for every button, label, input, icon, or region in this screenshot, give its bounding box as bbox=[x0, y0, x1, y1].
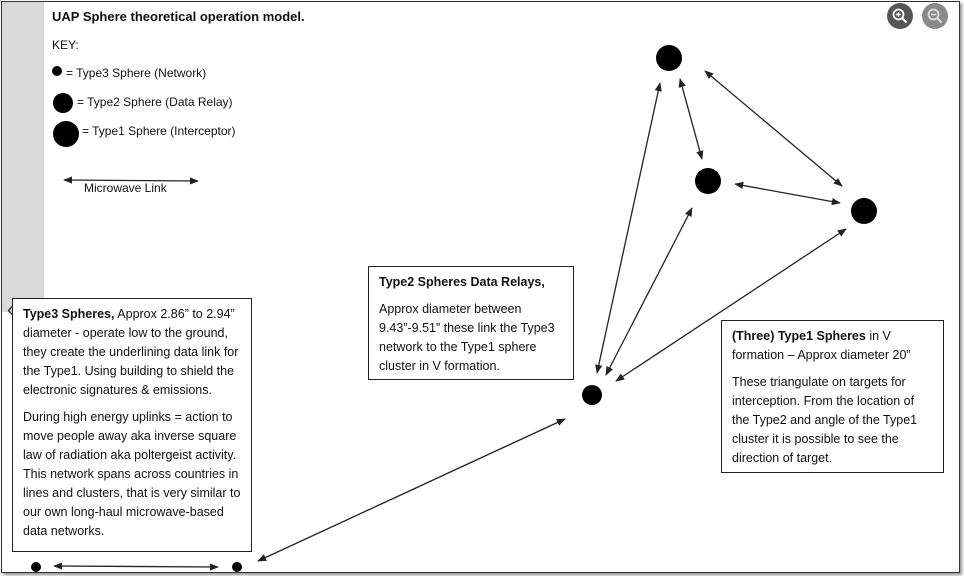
type1-sphere-top bbox=[656, 45, 682, 71]
type3-description-box: Type3 Spheres, Approx 2.86” to 2.94” dia… bbox=[12, 298, 252, 552]
type3-sphere-left bbox=[31, 562, 41, 572]
key-type2-label: = Type2 Sphere (Data Relay) bbox=[77, 95, 233, 109]
link-top-to-middle-type1 bbox=[678, 78, 704, 160]
type2-text-1: Approx diameter between 9.43”-9.51” thes… bbox=[379, 302, 555, 373]
link-type2-to-middle-type1 bbox=[605, 207, 693, 376]
link-bottom-type3s bbox=[53, 562, 219, 571]
page-title: UAP Sphere theoretical operation model. bbox=[52, 9, 305, 24]
type1-description-box: (Three) Type1 Spheres in V formation – A… bbox=[721, 320, 944, 473]
link-type3-to-type2 bbox=[257, 418, 566, 562]
type1-heading-rest: in V formation – Approx diameter 20” bbox=[732, 329, 911, 362]
type3-sphere-right bbox=[232, 562, 242, 572]
zoom-out-button[interactable] bbox=[922, 3, 948, 29]
type1-heading: (Three) Type1 Spheres bbox=[732, 329, 866, 343]
type3-heading: Type3 Spheres, bbox=[23, 307, 115, 321]
link-type2-to-top-type1 bbox=[595, 82, 662, 374]
type1-sphere-middle bbox=[695, 168, 721, 194]
key-type3-sphere bbox=[52, 66, 62, 76]
key-type1-label: = Type1 Sphere (Interceptor) bbox=[82, 124, 236, 138]
type2-description-box: Type2 Spheres Data Relays, Approx diamet… bbox=[368, 266, 574, 380]
key-type3-label: = Type3 Sphere (Network) bbox=[66, 66, 207, 80]
type1-text-1: These triangulate on targets for interce… bbox=[732, 375, 918, 465]
type2-heading: Type2 Spheres Data Relays, bbox=[379, 275, 545, 289]
zoom-in-button[interactable] bbox=[887, 3, 913, 29]
key-microwave-link bbox=[63, 176, 199, 185]
zoom-in-icon bbox=[892, 8, 908, 24]
type3-text-1: Approx 2.86” to 2.94” diameter - operate… bbox=[23, 307, 239, 397]
type1-sphere-right bbox=[851, 198, 877, 224]
type3-text-2: During high energy uplinks = action to m… bbox=[23, 410, 241, 538]
key-link-label: Microwave Link bbox=[84, 181, 167, 195]
type2-sphere bbox=[582, 385, 602, 405]
type3-paragraph-1: Type3 Spheres, Approx 2.86” to 2.94” dia… bbox=[23, 305, 241, 400]
link-type2-to-right-type1 bbox=[615, 228, 847, 382]
chevron-left-icon[interactable]: ‹ bbox=[7, 299, 14, 321]
zoom-out-icon bbox=[927, 8, 943, 24]
link-middle-to-right-type1 bbox=[734, 181, 841, 206]
side-strip bbox=[2, 2, 44, 312]
key-type1-sphere bbox=[53, 121, 79, 147]
key-label: KEY: bbox=[52, 38, 79, 52]
key-type2-sphere bbox=[53, 93, 73, 113]
link-top-to-right-type1 bbox=[704, 70, 843, 187]
type1-heading-line: (Three) Type1 Spheres in V formation – A… bbox=[732, 327, 933, 365]
